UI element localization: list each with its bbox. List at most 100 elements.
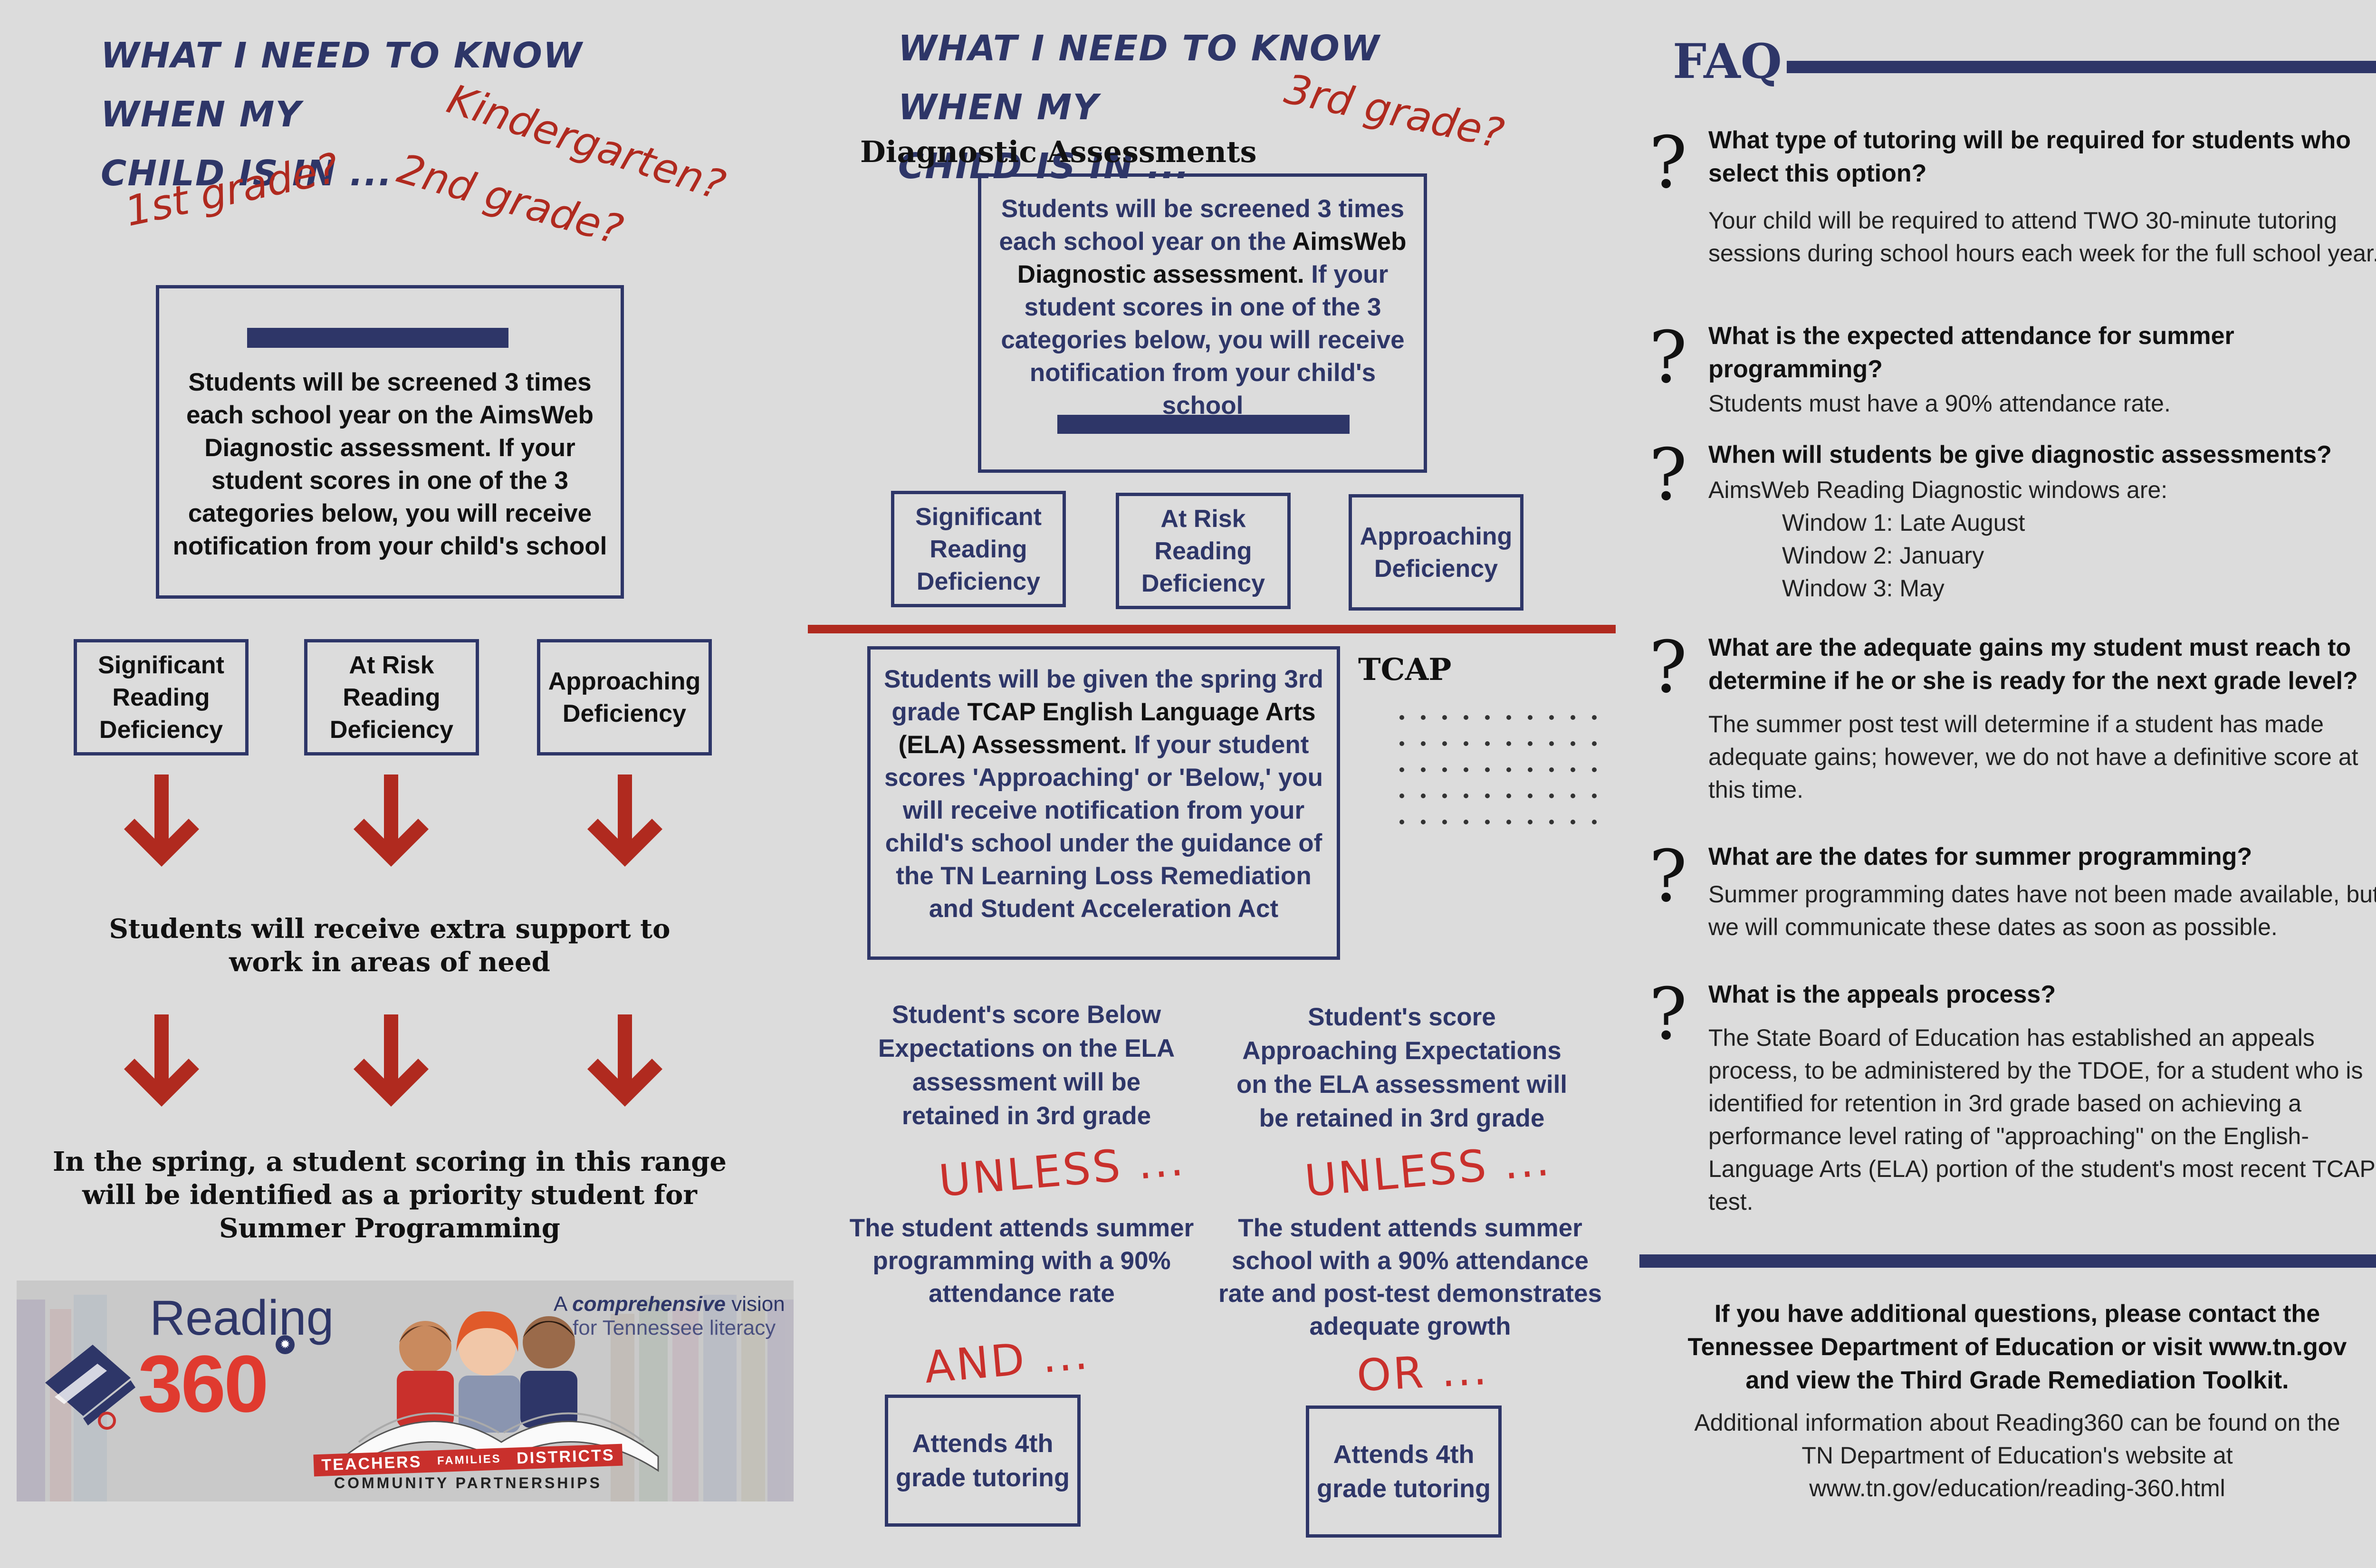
col2-heading-line2: CHILD IS IN ... xyxy=(898,146,1190,187)
arrow-down-icon xyxy=(124,1014,199,1107)
faq-window-1: Window 1: Late August xyxy=(1782,509,2025,536)
col2-category-at-risk-label: At Risk Reading Deficiency xyxy=(1141,505,1265,597)
faq-window-2: Window 2: January xyxy=(1782,542,1984,569)
faq-contact: If you have additional questions, please… xyxy=(1687,1300,2347,1394)
question-mark-icon: ? xyxy=(1649,835,1687,918)
tn-star-icon: ✹ xyxy=(276,1335,295,1354)
and-label: AND ... xyxy=(922,1328,1092,1393)
tcap-box xyxy=(867,646,1340,960)
arrow-down-icon xyxy=(124,774,199,867)
col1-heading: WHAT I NEED TO KNOW WHEN MY CHILD IS IN … xyxy=(101,26,671,203)
faq-answer-5: Summer programming dates have not been m… xyxy=(1708,881,2376,940)
col1-category-significant: Significant Reading Deficiency xyxy=(74,639,249,755)
arrow-down-icon xyxy=(354,1014,429,1107)
open-book-icon xyxy=(344,1311,659,1472)
faq-title: FAQ xyxy=(1673,33,1782,89)
faq-question-3: When will students be give diagnostic as… xyxy=(1708,441,2332,468)
ribbon-districts: DISTRICTS xyxy=(516,1445,615,1467)
logo-tagline-line2: for Tennessee literacy xyxy=(573,1316,776,1339)
col2-category-approaching-label: Approaching Deficiency xyxy=(1360,522,1513,583)
col1-category-at-risk: At Risk Reading Deficiency xyxy=(304,639,479,755)
dot-grid xyxy=(1399,715,1604,832)
faq-additional: Additional information about Reading360 … xyxy=(1694,1409,2340,1501)
tutoring-box-left-label: Attends 4th grade tutoring xyxy=(896,1429,1070,1492)
unless-label-right: UNLESS ... xyxy=(1303,1134,1553,1207)
faq-question-6: What is the appeals process? xyxy=(1708,981,2056,1008)
faq-title-bar xyxy=(1787,61,2376,73)
approaching-expectations-text: Student's score Approaching Expectations… xyxy=(1236,1003,1568,1132)
diagnostic-title: Diagnostic Assessments xyxy=(860,134,1257,169)
col1-screen-text: Students will be screened 3 times each s… xyxy=(172,368,607,560)
attend-summer-right: The student attends summer school with a… xyxy=(1218,1214,1602,1340)
question-mark-icon: ? xyxy=(1649,626,1687,709)
tutoring-box-right: Attends 4th grade tutoring xyxy=(1306,1405,1502,1538)
logo-tagline-pre: A xyxy=(554,1292,573,1316)
tcap-text-part1: Students will be given the spring 3rd gr… xyxy=(884,665,1323,726)
question-mark-icon: ? xyxy=(1649,316,1687,399)
tcap-text-part2: If your student scores 'Approaching' or … xyxy=(884,731,1323,923)
col1-support-text: Students will receive extra support to w… xyxy=(109,913,671,978)
arrow-down-icon xyxy=(587,774,662,867)
faq-answer-3: AimsWeb Reading Diagnostic windows are: … xyxy=(1708,474,2376,605)
faq-answer-3-intro: AimsWeb Reading Diagnostic windows are: xyxy=(1708,477,2168,503)
question-mark-icon: ? xyxy=(1649,434,1687,516)
section-divider-red xyxy=(808,625,1616,633)
arrow-down-icon xyxy=(354,774,429,867)
col2-diagnostic-box-bar xyxy=(1057,415,1350,434)
tutoring-box-right-label: Attends 4th grade tutoring xyxy=(1317,1440,1491,1503)
faq-answer-4: The summer post test will determine if a… xyxy=(1708,711,2358,803)
tcap-text: Students will be given the spring 3rd gr… xyxy=(877,663,1331,925)
col2-category-significant-label: Significant Reading Deficiency xyxy=(915,503,1042,595)
col2-category-at-risk: At Risk Reading Deficiency xyxy=(1116,493,1291,609)
faq-answer-2: Students must have a 90% attendance rate… xyxy=(1708,390,2171,417)
logo-tagline: A comprehensive vision for Tennessee lit… xyxy=(554,1292,785,1340)
col2-diagnostic-box xyxy=(978,173,1427,473)
ribbon-families: FAMILIES xyxy=(437,1452,502,1468)
col2-heading: WHAT I NEED TO KNOW WHEN MY CHILD IS IN … xyxy=(898,19,1468,196)
below-expectations-text: Student's score Below Expectations on th… xyxy=(878,1001,1175,1130)
faq-bottom-bar xyxy=(1639,1254,2376,1268)
logo-ribbon-sub: COMMUNITY PARTNERSHIPS xyxy=(334,1474,602,1492)
col2-category-significant: Significant Reading Deficiency xyxy=(891,491,1066,607)
faq-question-4: What are the adequate gains my student m… xyxy=(1708,634,2358,695)
col1-category-approaching-label: Approaching Deficiency xyxy=(548,667,701,727)
diag-text-part1: Students will be screened 3 times each s… xyxy=(999,195,1405,256)
question-mark-icon: ? xyxy=(1649,973,1687,1056)
logo-word-360: 360 xyxy=(138,1339,269,1429)
book-icon xyxy=(45,1345,135,1430)
col1-arrow-row-1 xyxy=(124,774,662,867)
ribbon-teachers: TEACHERS xyxy=(321,1452,422,1474)
col1-screen-box xyxy=(156,285,624,599)
col1-heading-line2: CHILD IS IN ... xyxy=(101,153,393,194)
faq-window-3: Window 3: May xyxy=(1782,575,1945,602)
col1-heading-line1: WHAT I NEED TO KNOW WHEN MY xyxy=(101,35,583,135)
attend-summer-left: The student attends summer programming w… xyxy=(849,1214,1194,1308)
tcap-label: TCAP xyxy=(1358,652,1452,688)
col1-spring-text: In the spring, a student scoring in this… xyxy=(53,1146,727,1244)
faq-answer-1: Your child will be required to attend TW… xyxy=(1708,207,2376,267)
col2-diagnostic-text: Students will be screened 3 times each s… xyxy=(986,192,1419,422)
faq-question-5: What are the dates for summer programmin… xyxy=(1708,843,2252,870)
col1-arrow-row-2 xyxy=(124,1014,662,1107)
logo-tagline-post: vision xyxy=(725,1292,785,1316)
col2-category-approaching: Approaching Deficiency xyxy=(1349,494,1523,611)
reading360-logo: Reading 360 ✹ A comprehensive vision for… xyxy=(17,1281,794,1501)
tutoring-box-left: Attends 4th grade tutoring xyxy=(885,1395,1081,1527)
logo-word-reading: Reading xyxy=(150,1291,334,1346)
col1-category-significant-label: Significant Reading Deficiency xyxy=(98,651,224,744)
question-mark-icon: ? xyxy=(1649,122,1687,204)
col1-category-approaching: Approaching Deficiency xyxy=(537,639,712,755)
faq-answer-6: The State Board of Education has establi… xyxy=(1708,1024,2375,1215)
arrow-down-icon xyxy=(587,1014,662,1107)
col1-screen-box-bar xyxy=(247,328,508,348)
unless-label-left: UNLESS ... xyxy=(937,1134,1188,1207)
logo-tagline-em: comprehensive xyxy=(572,1292,726,1316)
tcap-text-strong: TCAP English Language Arts (ELA) Assessm… xyxy=(898,698,1316,759)
diag-text-part2: If your student scores in one of the 3 c… xyxy=(1001,260,1405,420)
col2-heading-line1: WHAT I NEED TO KNOW WHEN MY xyxy=(898,28,1380,128)
col1-category-at-risk-label: At Risk Reading Deficiency xyxy=(329,651,454,744)
faq-question-1: What type of tutoring will be required f… xyxy=(1708,126,2351,187)
faq-question-2: What is the expected attendance for summ… xyxy=(1708,322,2234,383)
bookshelf-background xyxy=(17,1295,794,1501)
or-label: OR ... xyxy=(1355,1343,1490,1402)
